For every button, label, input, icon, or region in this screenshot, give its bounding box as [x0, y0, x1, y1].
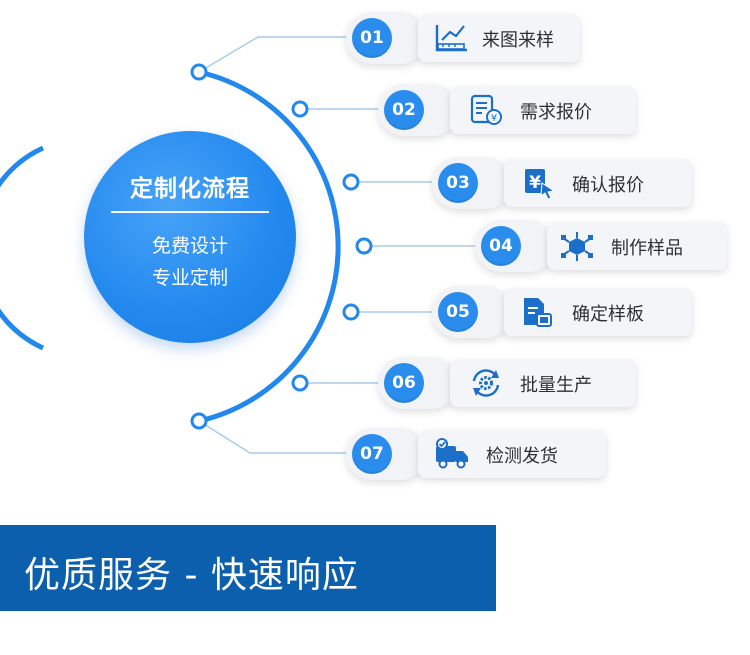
step-label: 确定样板 [572, 304, 644, 325]
center-line-1: 免费设计 [151, 235, 228, 257]
connector-lines [198, 36, 483, 454]
gear-cycle-icon [468, 367, 504, 399]
banner-text: 优质服务 - 快速响应 [24, 555, 359, 596]
arc-nodes [190, 63, 373, 430]
arc-node [190, 412, 208, 430]
document-stamp-icon [520, 296, 556, 328]
step-label: 确认报价 [572, 175, 644, 196]
drawing-ruler-icon [434, 22, 470, 54]
center-line-2: 专业定制 [151, 267, 228, 289]
document-yen-icon: ¥ [468, 94, 504, 126]
svg-text:¥: ¥ [491, 113, 497, 124]
step-number: 03 [438, 163, 478, 203]
step-number: 04 [481, 226, 521, 266]
left-arc [0, 145, 45, 351]
step-number: 06 [384, 363, 424, 403]
bottom-banner: 优质服务 - 快速响应 [0, 525, 496, 611]
center-circle: 定制化流程 免费设计 专业定制 [84, 131, 296, 343]
svg-text:¥: ¥ [529, 173, 541, 193]
step-label: 检测发货 [486, 446, 558, 467]
connector-line-01 [198, 36, 354, 73]
step-number: 01 [352, 18, 392, 58]
yen-cursor-icon: ¥ [522, 167, 558, 200]
connector-line-07 [198, 420, 354, 454]
arc-node [291, 374, 309, 392]
center-title: 定制化流程 [130, 176, 250, 202]
step-card [450, 86, 636, 134]
arc-node [190, 63, 208, 81]
arc-node [355, 237, 373, 255]
center-divider [111, 211, 269, 213]
cube-network-icon [559, 230, 595, 262]
arc-node [291, 100, 309, 118]
arc-node [342, 173, 360, 191]
step-number: 07 [352, 434, 392, 474]
step-label: 需求报价 [520, 102, 592, 123]
step-label: 来图来样 [482, 30, 554, 51]
step-label: 制作样品 [611, 238, 683, 259]
arc-node [342, 303, 360, 321]
step-number: 02 [384, 90, 424, 130]
delivery-truck-icon [434, 438, 470, 470]
step-label: 批量生产 [520, 375, 592, 396]
main-arc [198, 69, 341, 424]
step-number: 05 [438, 292, 478, 332]
